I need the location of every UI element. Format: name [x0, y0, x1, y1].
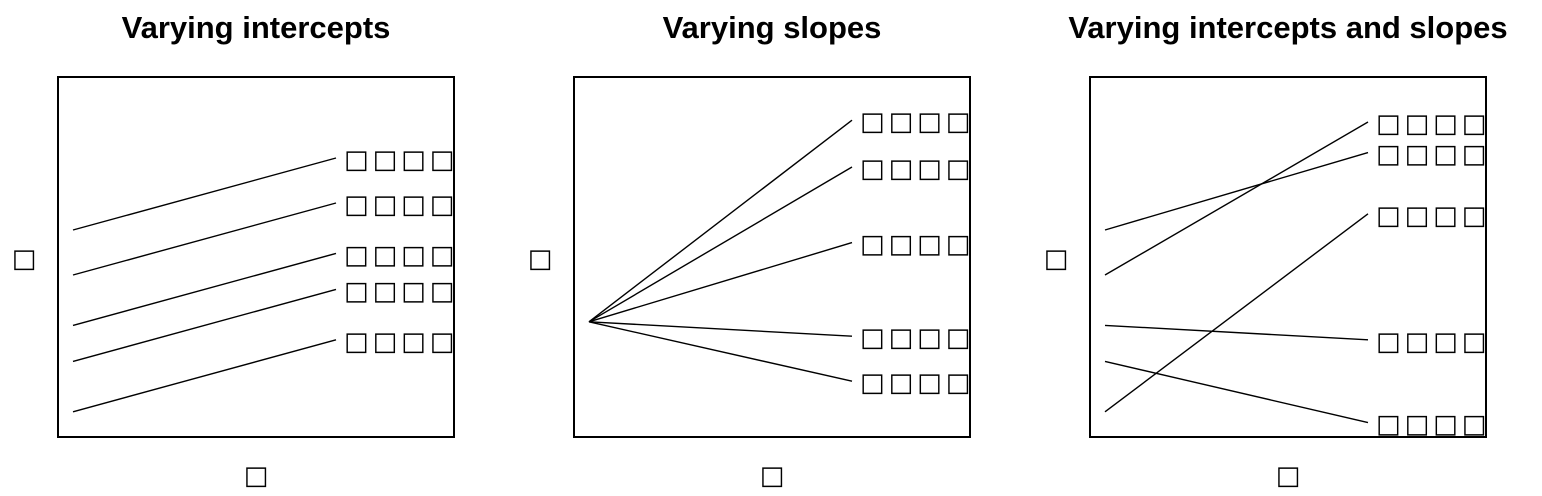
panel-title: Varying intercepts	[122, 10, 391, 45]
series-label-5: □□□□	[1376, 410, 1490, 440]
plot-frame	[1089, 76, 1487, 438]
series-line-5	[588, 321, 853, 382]
series-label-1: □□□□	[860, 107, 974, 137]
y-axis-label: □	[1044, 244, 1069, 274]
series-line-2	[588, 166, 853, 323]
series-line-5	[72, 339, 337, 413]
series-line-1	[1104, 121, 1369, 276]
plot-frame	[573, 76, 971, 438]
series-label-2: □□□□	[344, 190, 458, 220]
series-label-5: □□□□	[344, 327, 458, 357]
series-line-3	[1104, 213, 1369, 413]
series-label-2: □□□□	[1376, 140, 1490, 170]
plot-frame	[57, 76, 455, 438]
panel-1: Varying intercepts□□□□□□□□□□□□□□□□□□□□□□	[12, 10, 458, 491]
series-line-4	[588, 321, 853, 337]
series-line-1	[588, 119, 853, 323]
panel-2: Varying slopes□□□□□□□□□□□□□□□□□□□□□□	[528, 10, 974, 491]
series-label-3: □□□□	[860, 230, 974, 260]
series-line-3	[588, 241, 853, 323]
series-line-1	[72, 157, 337, 231]
series-line-5	[1104, 360, 1369, 424]
series-label-2: □□□□	[860, 154, 974, 184]
x-axis-label: □	[244, 461, 269, 491]
series-line-3	[72, 252, 337, 327]
series-line-2	[72, 202, 337, 276]
series-label-3: □□□□	[1376, 201, 1490, 231]
series-line-4	[1104, 324, 1369, 341]
series-line-4	[72, 288, 337, 363]
series-label-4: □□□□	[860, 323, 974, 353]
series-label-3: □□□□	[344, 240, 458, 270]
x-axis-label: □	[760, 461, 785, 491]
y-axis-label: □	[528, 244, 553, 274]
series-label-4: □□□□	[344, 276, 458, 306]
x-axis-label: □	[1276, 461, 1301, 491]
series-label-1: □□□□	[1376, 109, 1490, 139]
series-line-2	[1104, 151, 1369, 231]
series-label-1: □□□□	[344, 145, 458, 175]
panel-3: Varying intercepts and slopes□□□□□□□□□□□…	[1044, 10, 1508, 491]
series-label-4: □□□□	[1376, 327, 1490, 357]
y-axis-label: □	[12, 244, 37, 274]
panel-title: Varying slopes	[663, 10, 882, 45]
series-label-5: □□□□	[860, 368, 974, 398]
panel-title: Varying intercepts and slopes	[1068, 10, 1507, 45]
